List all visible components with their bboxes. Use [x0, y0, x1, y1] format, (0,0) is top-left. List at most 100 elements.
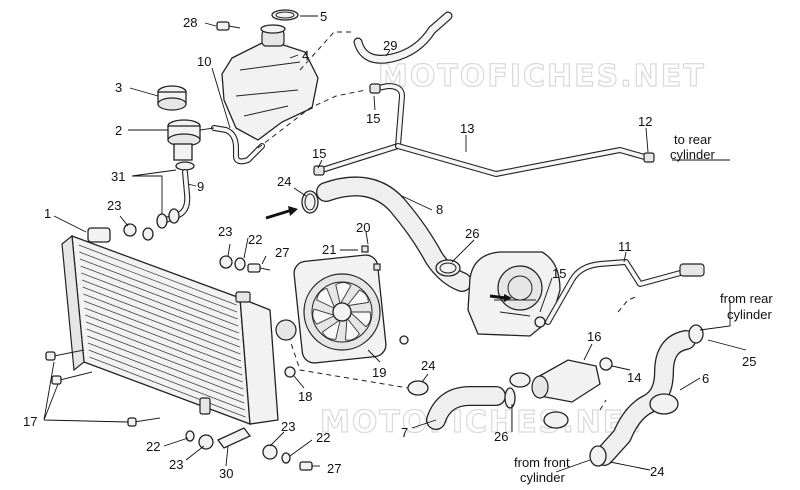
- guide-line-15: [257, 89, 367, 149]
- radiator-fin: [88, 349, 246, 411]
- flow-arrow-1-head: [288, 206, 298, 216]
- pump-hose-clamp: [435, 259, 461, 277]
- callout-1: 1: [44, 206, 51, 221]
- callout-5: 5: [320, 9, 327, 24]
- cylinder-hose: [589, 324, 704, 467]
- watermark-bottom: MOTOFICHES.NET: [320, 405, 648, 440]
- radiator-fin: [80, 265, 239, 327]
- bypass-pipe: [313, 83, 655, 177]
- filler-neck: [167, 119, 215, 171]
- fan-blade: [348, 311, 372, 328]
- fan-blade: [316, 287, 336, 310]
- callout-numbers: 28 5 29 4 10 3 2 15 13 12 31 9 15 24 8 1…: [23, 9, 756, 481]
- radiator-fin: [83, 300, 242, 362]
- callout-20: 20: [356, 220, 370, 235]
- note-from-front-line1: from front: [514, 455, 570, 470]
- radiator-fin: [81, 279, 240, 341]
- callout-10: 10: [197, 54, 211, 69]
- callout-7: 7: [401, 425, 408, 440]
- callout-22-lower-left: 22: [146, 439, 160, 454]
- callout-6: 6: [702, 371, 709, 386]
- radiator-filler-cap: [157, 85, 187, 111]
- callout-23-left: 23: [107, 198, 121, 213]
- flow-arrow-2: [489, 294, 507, 300]
- callout-12: 12: [638, 114, 652, 129]
- rubber-grommets: [123, 223, 271, 273]
- fan-blades: [312, 282, 372, 341]
- callout-24-upper: 24: [277, 174, 291, 189]
- guide-line-11: [617, 295, 639, 313]
- callout-27-mid: 27: [275, 245, 289, 260]
- radiator-fin: [87, 335, 244, 397]
- callout-26-upper: 26: [465, 226, 479, 241]
- callout-4: 4: [302, 48, 309, 63]
- flow-arrow-2-head: [504, 294, 512, 302]
- callout-15-mid: 15: [312, 146, 326, 161]
- fan-blade: [344, 317, 361, 341]
- callout-17: 17: [23, 414, 37, 429]
- callout-14: 14: [627, 370, 641, 385]
- note-to-rear-line1: to rear: [674, 132, 712, 147]
- watermark-top: MOTOFICHES.NET: [378, 59, 706, 94]
- radiator-fins: [78, 244, 246, 418]
- callout-23-lower-right: 23: [281, 419, 295, 434]
- callout-21: 21: [322, 242, 336, 257]
- lower-hose: [407, 372, 569, 430]
- radiator-fin: [81, 272, 239, 334]
- callout-24-lower: 24: [650, 464, 664, 479]
- fan-mount-bolts: [284, 245, 409, 378]
- note-to-rear-line2: cylinder: [670, 147, 715, 162]
- overflow-hose: [353, 11, 453, 64]
- callout-26-lower: 26: [494, 429, 508, 444]
- callout-22-lower-right: 22: [316, 430, 330, 445]
- radiator-fin: [79, 251, 238, 313]
- radiator-fin: [89, 356, 246, 418]
- radiator-fin: [83, 293, 241, 355]
- callout-13: 13: [460, 121, 474, 136]
- fan-blade: [335, 282, 352, 306]
- radiator-fin: [86, 328, 244, 390]
- note-from-rear-line1: from rear: [720, 291, 773, 306]
- callout-23-mid: 23: [218, 224, 232, 239]
- radiator-fin: [87, 342, 245, 404]
- fan-blade: [321, 318, 341, 340]
- callout-2: 2: [115, 123, 122, 138]
- callout-16: 16: [587, 329, 601, 344]
- callout-27-lower: 27: [327, 461, 341, 476]
- note-from-rear-line2: cylinder: [727, 307, 772, 322]
- radiator-fin: [84, 307, 242, 369]
- callout-28: 28: [183, 15, 197, 30]
- callout-30: 30: [219, 466, 233, 481]
- radiator-fin: [85, 321, 243, 383]
- callout-15-top: 15: [366, 111, 380, 126]
- upper-hose-clamp: [301, 190, 319, 214]
- tank-screw: [216, 21, 241, 31]
- radiator-fin: [82, 286, 241, 348]
- flow-notes: to rear cylinder from rear cylinder from…: [514, 132, 773, 485]
- fan-blade: [345, 289, 369, 307]
- callout-9: 9: [197, 179, 204, 194]
- callout-11: 11: [618, 239, 632, 254]
- fan-blade: [312, 308, 337, 325]
- tank-cap: [271, 9, 299, 21]
- cooling-fan: [293, 254, 387, 364]
- rear-cylinder-pipe: [545, 259, 705, 325]
- callout-22-mid: 22: [248, 232, 262, 247]
- tank-hose: [211, 125, 265, 165]
- radiator-fin: [79, 258, 238, 320]
- guide-line-29: [299, 31, 354, 71]
- expansion-tank: [221, 24, 319, 141]
- radiator-fin: [85, 314, 243, 376]
- callout-25: 25: [742, 354, 756, 369]
- callout-3: 3: [115, 80, 122, 95]
- callout-24-mid: 24: [421, 358, 435, 373]
- callout-18: 18: [298, 389, 312, 404]
- callout-31: 31: [111, 169, 125, 184]
- callout-15-pump: 15: [552, 266, 566, 281]
- callout-23-lower-left: 23: [169, 457, 183, 472]
- lower-brackets: [185, 427, 313, 471]
- guide-line-fan: [289, 339, 421, 391]
- thermostat-housing: [531, 357, 613, 403]
